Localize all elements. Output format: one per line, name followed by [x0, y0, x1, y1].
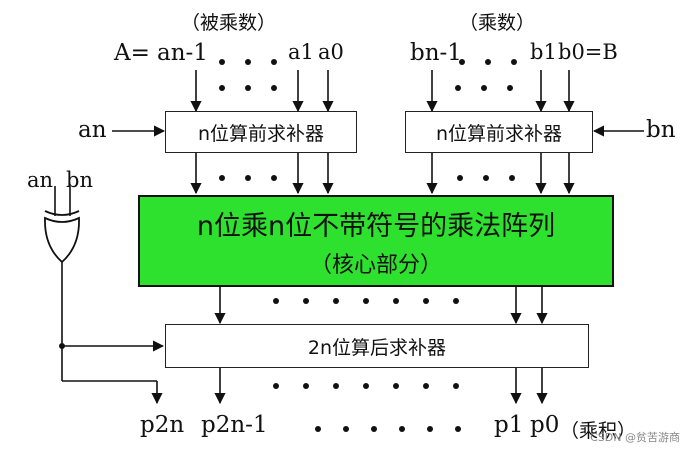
a-high-label: an-1	[157, 40, 208, 66]
p-zero-label: p0	[530, 412, 560, 438]
multiplicand-caption: （被乘数）	[181, 12, 277, 34]
bn-sign-label: bn	[646, 117, 676, 143]
xor-input-a-label: an	[27, 168, 54, 192]
b-zero-label: b0=B	[558, 40, 618, 64]
a-equals-label: A=	[114, 40, 150, 66]
array-subtitle: （核心部分）	[309, 252, 442, 278]
product-caption: （乘积）	[560, 420, 637, 442]
array-title: n位乘n位不带符号的乘法阵列	[196, 210, 556, 242]
pre-complementer-a: n位算前求补器	[165, 111, 357, 153]
b-one-label: b1	[530, 40, 557, 64]
multiplier-array: n位乘n位不带符号的乘法阵列 （核心部分）	[138, 195, 614, 287]
p-2n-label: p2n	[140, 412, 185, 438]
watermark: CSDN @贫苦游商	[590, 431, 680, 444]
p-one-label: p1	[494, 412, 524, 438]
a-one-label: a1	[288, 40, 314, 64]
a-zero-label: a0	[318, 40, 344, 64]
multiplier-caption: （乘数）	[459, 12, 536, 34]
xor-gate-icon	[44, 216, 80, 264]
an-sign-label: an	[78, 117, 107, 143]
p-2n-minus-1-label: p2n-1	[201, 412, 268, 438]
b-high-label: bn-1	[410, 40, 462, 66]
pre-complementer-b: n位算前求补器	[405, 111, 593, 153]
xor-input-b-label: bn	[66, 168, 93, 192]
post-complementer: 2n位算后求补器	[165, 324, 589, 368]
